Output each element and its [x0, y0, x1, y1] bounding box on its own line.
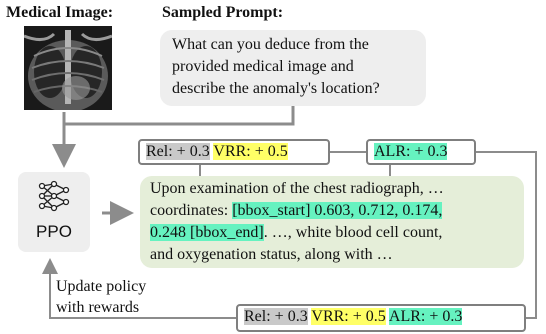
- sampled-prompt-label: Sampled Prompt:: [162, 4, 284, 21]
- network-icon: [38, 180, 70, 212]
- bbox-highlight-end: 0.248 [bbox_end]: [150, 224, 264, 241]
- bbox-highlight-start: [bbox_start] 0.603, 0.712, 0.174,: [232, 202, 443, 219]
- update-line-2: with rewards: [56, 299, 140, 316]
- alr-reward: ALR: + 0.3: [388, 308, 463, 325]
- alr-reward: ALR: + 0.3: [374, 143, 448, 160]
- prompt-line: provided medical image and: [172, 58, 354, 75]
- vrr-reward: VRR: + 0.5: [311, 308, 386, 325]
- response-line-3-rest: . …, white blood cell count,: [263, 224, 443, 241]
- response-line-4: and oxygenation status, along with …: [150, 246, 393, 263]
- vrr-reward: VRR: + 0.5: [213, 143, 288, 160]
- response-line-1: Upon examination of the chest radiograph…: [150, 180, 444, 197]
- ppo-box: PPO: [18, 172, 90, 252]
- medical-image-label: Medical Image:: [6, 4, 114, 21]
- response-line-2: coordinates: [bbox_start] 0.603, 0.712, …: [150, 200, 516, 222]
- update-line-1: Update policy: [56, 278, 147, 295]
- prompt-line: What can you deduce from the: [172, 36, 369, 53]
- rel-vrr-reward-box: Rel: + 0.3 VRR: + 0.5: [138, 139, 330, 165]
- chest-xray-image: [24, 26, 112, 110]
- prompt-line: describe the anomaly's location?: [172, 80, 380, 97]
- rel-reward: Rel: + 0.3: [244, 308, 308, 325]
- model-response-box: Upon examination of the chest radiograph…: [140, 176, 524, 268]
- total-reward-box: Rel: + 0.3 VRR: + 0.5 ALR: + 0.3: [236, 304, 526, 332]
- alr-reward-box: ALR: + 0.3: [366, 139, 476, 165]
- ppo-label: PPO: [36, 222, 72, 241]
- rel-reward: Rel: + 0.3: [146, 143, 210, 160]
- response-line-3: 0.248 [bbox_end]. …, white blood cell co…: [150, 222, 516, 244]
- response-coordinates-prefix: coordinates:: [150, 202, 233, 219]
- sampled-prompt-box: What can you deduce from the provided me…: [160, 30, 426, 106]
- update-policy-label: Update policy with rewards: [56, 276, 146, 318]
